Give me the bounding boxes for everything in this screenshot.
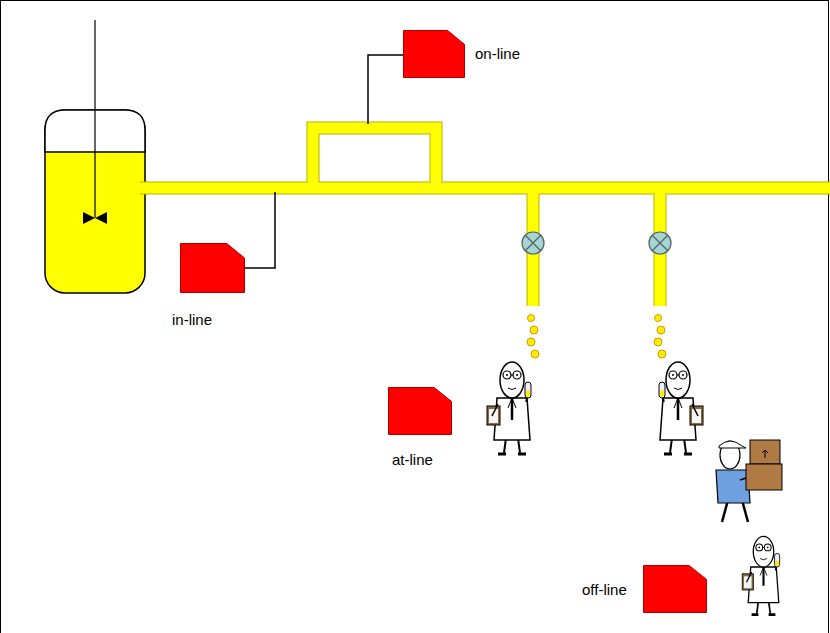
on-line-lead [368,55,403,124]
analyzer-node: at-line [388,387,452,471]
drop [658,350,666,358]
valve [522,232,544,254]
courier-cap [719,441,746,448]
analyzer-node: on-line [403,30,523,78]
stirred-tank [45,20,145,293]
in-line-lead [245,192,275,268]
pipe-outline [140,128,830,306]
analyzer-label: at-line [392,451,433,469]
drop [527,338,535,346]
analyzer-label: in-line [172,311,212,329]
valve [649,232,671,254]
analyzer-node: off-line [582,565,707,613]
analyzer-node: in-line [170,243,245,331]
parcel-arrow [762,450,768,458]
drop [528,315,535,322]
analyzer-leads [245,55,403,268]
drop [657,326,665,334]
valve-cross [525,235,541,251]
scientist [659,362,703,454]
analyzer-box [389,388,452,435]
courier-arm [740,478,746,480]
analyzer-symbol [388,387,452,435]
valve-cross [652,235,668,251]
valves [522,232,671,254]
pipe [140,128,830,306]
scientist [742,536,779,614]
courier [716,440,782,522]
sample-drops [527,315,666,359]
stirrer-shaft [94,20,95,218]
drop [530,326,538,334]
drop [654,338,662,346]
analyzer-box [644,566,707,613]
analyzer-label: on-line [475,45,520,63]
pipework [140,128,830,306]
parcel [750,440,780,464]
analyzer-box [181,244,245,293]
analyzer-symbol [403,30,465,78]
courier-body [716,470,750,503]
analyzer-symbol [180,243,245,293]
impeller [83,212,107,224]
analyzer-symbol [643,565,707,613]
analyzer-label: off-line [582,581,627,599]
analyzer-box [404,31,465,78]
drop [655,315,662,322]
scientist [487,362,531,454]
parcel [746,464,782,490]
drop [531,350,539,358]
